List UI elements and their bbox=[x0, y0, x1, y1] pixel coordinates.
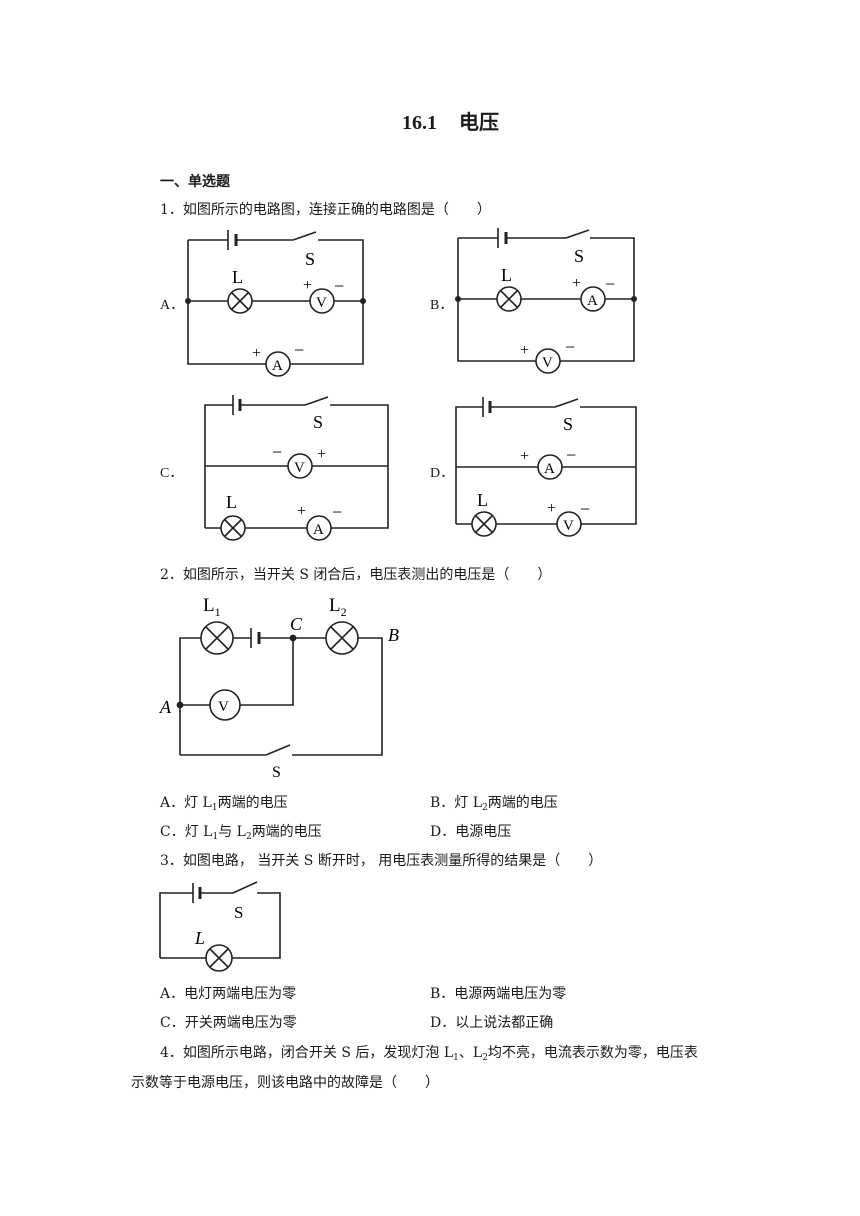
title-number: 16.1 bbox=[402, 112, 437, 134]
q3-switch-label: S bbox=[234, 903, 243, 922]
circuit-d-v-plus: + bbox=[547, 500, 556, 517]
question-2-stem: 2．如图所示，当开关 S 闭合后，电压表测出的电压是（ ） bbox=[160, 567, 552, 583]
circuit-d-ammeter-label: A bbox=[544, 461, 555, 477]
circuit-c-ammeter-label: A bbox=[313, 522, 324, 538]
circuit-b-a-plus: + bbox=[572, 275, 581, 292]
q1-option-c-label: C． bbox=[160, 466, 184, 481]
circuit-a-v-minus: − bbox=[334, 276, 344, 296]
circuit-b-a-minus: − bbox=[605, 274, 615, 294]
circuit-c-a-plus: + bbox=[297, 503, 306, 520]
circuit-a-a-plus: + bbox=[252, 345, 261, 362]
circuit-c-v-plus: + bbox=[317, 446, 326, 463]
circuit-d-a-plus: + bbox=[520, 448, 529, 465]
q2-voltmeter-label: V bbox=[218, 699, 229, 715]
circuit-a-lamp-label: L bbox=[232, 267, 243, 287]
circuit-d-v-minus: − bbox=[580, 499, 590, 519]
q3-lamp-label: L bbox=[194, 928, 205, 948]
q3-option-d: D．以上说法都正确 bbox=[430, 1015, 554, 1031]
circuit-b-ammeter-label: A bbox=[587, 293, 598, 309]
question-1-stem: 1．如图所示的电路图，连接正确的电路图是（ ） bbox=[160, 202, 491, 218]
question-4-line-2: 示数等于电源电压，则该电路中的故障是（ ） bbox=[131, 1075, 439, 1091]
circuit-a-ammeter-label: A bbox=[272, 358, 283, 374]
q2-l2-label: L2 bbox=[329, 595, 347, 619]
q2-option-a: A．灯 L1两端的电压 bbox=[160, 795, 288, 813]
circuit-b-switch-label: S bbox=[574, 246, 584, 266]
q2-node-a-label: A bbox=[159, 697, 172, 717]
circuit-b-lamp-label: L bbox=[501, 265, 512, 285]
q3-option-c: C．开关两端电压为零 bbox=[160, 1015, 297, 1031]
q2-node-b-label: B bbox=[388, 625, 399, 645]
circuit-c-voltmeter-label: V bbox=[294, 460, 305, 476]
q2-option-d: D．电源电压 bbox=[430, 824, 512, 840]
q3-option-b: B．电源两端电压为零 bbox=[430, 986, 567, 1002]
q1-option-d-label: D． bbox=[430, 466, 455, 481]
section-heading: 一、单选题 bbox=[160, 174, 230, 190]
circuit-d-a-minus: − bbox=[566, 445, 576, 465]
circuit-a-v-plus: + bbox=[303, 277, 312, 294]
q2-switch-label: S bbox=[272, 764, 281, 781]
circuit-c-v-minus: − bbox=[272, 442, 282, 462]
circuit-a-voltmeter-label: V bbox=[316, 295, 327, 311]
circuit-b-v-minus: − bbox=[565, 337, 575, 357]
question-3-stem: 3．如图电路， 当开关 S 断开时， 用电压表测量所得的结果是（ ） bbox=[160, 853, 603, 869]
circuit-b-v-plus: + bbox=[520, 342, 529, 359]
q2-l1-label: L1 bbox=[203, 595, 221, 619]
title-text: 电压 bbox=[459, 112, 499, 134]
question-4-line-1: 4．如图所示电路，闭合开关 S 后，发现灯泡 L1、L2均不亮，电流表示数为零，… bbox=[160, 1045, 698, 1063]
circuit-a-switch-label: S bbox=[305, 249, 315, 269]
q1-option-b-label: B． bbox=[430, 298, 454, 313]
circuit-c-a-minus: − bbox=[332, 502, 342, 522]
circuit-a-a-minus: − bbox=[294, 340, 304, 360]
q3-option-a: A．电灯两端电压为零 bbox=[160, 986, 297, 1002]
q2-option-b: B．灯 L2两端的电压 bbox=[430, 795, 558, 813]
circuit-d-switch-label: S bbox=[563, 414, 573, 434]
page-title: 16.1 电压 bbox=[402, 106, 499, 135]
circuit-d-lamp-label: L bbox=[477, 490, 488, 510]
q2-option-c: C．灯 L1与 L2两端的电压 bbox=[160, 824, 322, 842]
circuit-c-lamp-label: L bbox=[226, 492, 237, 512]
circuit-b-voltmeter-label: V bbox=[542, 355, 553, 371]
circuit-d-voltmeter-label: V bbox=[563, 518, 574, 534]
q2-node-c-label: C bbox=[290, 614, 303, 634]
q1-option-a-label: A． bbox=[160, 298, 185, 313]
circuit-c-switch-label: S bbox=[313, 412, 323, 432]
